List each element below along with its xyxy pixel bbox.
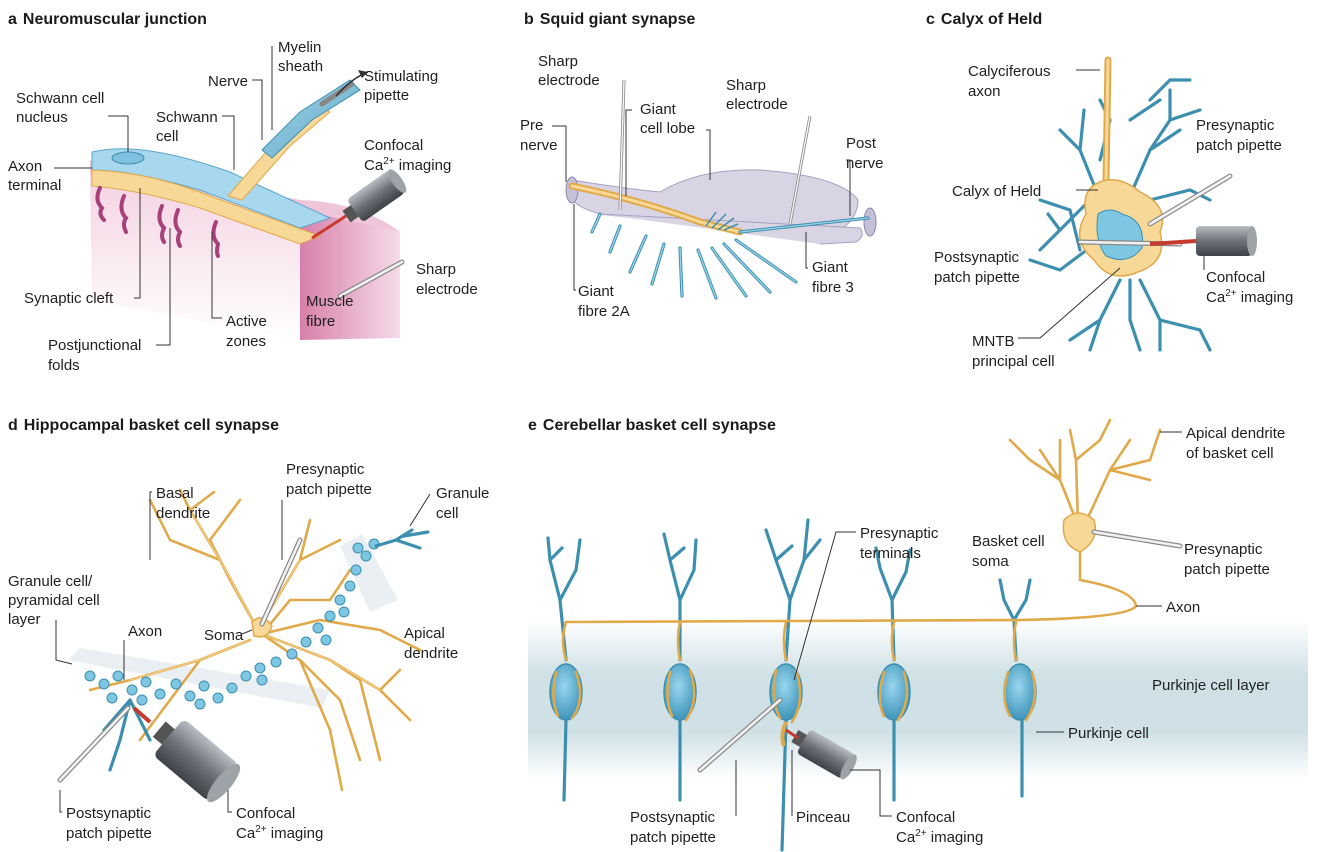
label-purkinje-cell: Purkinje cell <box>1068 725 1149 742</box>
label-axon-e: Axon <box>1166 599 1200 616</box>
basket-cell-soma <box>1063 513 1095 552</box>
label-nerve: Nerve <box>208 73 248 90</box>
schwann-nucleus <box>112 152 144 164</box>
purkinje-cell-layer <box>528 620 1308 780</box>
label-pinceau: Pinceau <box>796 809 850 826</box>
squid-giant-cell-lobe <box>566 170 876 244</box>
label-soma-d: Soma <box>204 627 244 644</box>
myelin-sheath <box>262 80 360 158</box>
label-axon-d: Axon <box>128 623 162 640</box>
label-purkinje-layer: Purkinje cell layer <box>1152 677 1270 694</box>
basket-cell-dendrites-d <box>90 490 420 790</box>
label-synaptic-cleft: Synaptic cleft <box>24 290 114 307</box>
label-calyx-of-held: Calyx of Held <box>952 183 1041 200</box>
confocal-objective-c <box>1150 226 1257 256</box>
